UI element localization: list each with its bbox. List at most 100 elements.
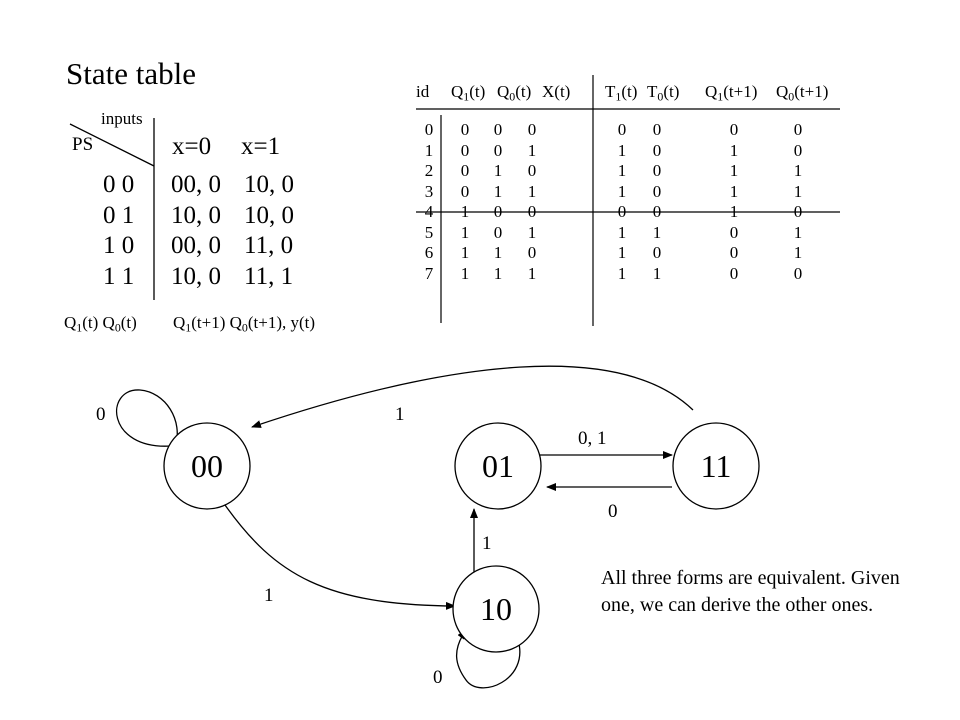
- truth-cell-t1: 1: [617, 181, 627, 201]
- header-q0-next: Q0(t+1): [776, 82, 829, 104]
- truth-cell-x: 1: [527, 263, 537, 283]
- truth-cell-q1-next: 1: [729, 202, 739, 221]
- truth-cell-t0: 0: [652, 140, 662, 160]
- state-node-11: 11: [672, 422, 760, 510]
- truth-cell-q1: 0: [460, 140, 470, 160]
- truth-cell-id: 0: [424, 120, 434, 139]
- truth-cell-q0: 0: [493, 120, 503, 139]
- edge-00-to-10: [224, 504, 456, 610]
- truth-cell-q0-next: 0: [793, 202, 803, 221]
- next-x1-row-2: 11, 0: [244, 232, 294, 259]
- truth-cell-q1: 0: [460, 161, 470, 180]
- truth-cell-q0: 0: [493, 222, 503, 242]
- next-x0-row-2: 00, 0: [171, 232, 221, 259]
- page-title: State table: [66, 56, 196, 91]
- equivalence-note: All three forms are equivalent. Given on…: [601, 567, 900, 616]
- state-node-01: 01: [454, 422, 542, 510]
- truth-cell-t1: 0: [617, 202, 627, 221]
- truth-cell-q1-next: 0: [729, 222, 739, 242]
- truth-cell-id: 4: [424, 202, 434, 221]
- next-x0-row-0: 00, 0: [171, 171, 221, 198]
- truth-cell-q0: 1: [493, 181, 503, 201]
- truth-cell-q0-next: 0: [793, 120, 803, 139]
- label-edge-11-to-00: 1: [395, 404, 405, 425]
- truth-cell-t0: 1: [652, 222, 662, 242]
- truth-cell-x: 0: [527, 161, 537, 180]
- header-id: id: [416, 82, 430, 101]
- next-x1-row-1: 10, 0: [244, 202, 294, 229]
- truth-cell-x: 0: [527, 243, 537, 262]
- ps-row-3: 1 1: [103, 263, 135, 290]
- truth-cell-q1-next: 0: [729, 263, 739, 283]
- truth-cell-id: 2: [424, 161, 434, 180]
- truth-cell-t1: 1: [617, 243, 627, 262]
- truth-cell-q0-next: 0: [793, 263, 803, 283]
- truth-cell-x: 1: [527, 222, 537, 242]
- truth-cell-t1: 0: [617, 120, 627, 139]
- label-edge-01-to-11: 0, 1: [578, 428, 607, 449]
- truth-cell-t1: 1: [617, 140, 627, 160]
- truth-cell-t0: 0: [652, 120, 662, 139]
- col-header-x0: x=0: [172, 133, 212, 160]
- truth-cell-id: 5: [424, 222, 434, 242]
- truth-cell-t0: 0: [652, 181, 662, 201]
- truth-cell-id: 6: [424, 243, 434, 262]
- header-t0-t: T0(t): [647, 82, 680, 104]
- header-q1-t: Q1(t): [451, 82, 486, 104]
- truth-cell-q0-next: 1: [793, 181, 803, 201]
- legend-present-state: Q1(t) Q0(t): [64, 313, 137, 335]
- truth-cell-x: 1: [527, 181, 537, 201]
- truth-cell-q1-next: 1: [729, 140, 739, 160]
- col-header-x1: x=1: [241, 133, 281, 160]
- truth-cell-t0: 0: [652, 161, 662, 180]
- header-x-t: X(t): [542, 82, 571, 101]
- truth-cell-t1: 1: [617, 222, 627, 242]
- truth-cell-x: 0: [527, 120, 537, 139]
- ps-row-1: 0 1: [103, 202, 135, 229]
- label-edge-00-to-10: 1: [264, 585, 274, 606]
- truth-cell-q0: 1: [493, 161, 503, 180]
- self-loop-00: [116, 389, 182, 449]
- truth-cell-q1-next: 0: [729, 120, 739, 139]
- edge-11-to-00: [251, 365, 694, 428]
- state-node-10-label: 10: [480, 591, 512, 627]
- truth-cell-q1: 1: [460, 202, 470, 221]
- truth-cell-q0-next: 1: [793, 243, 803, 262]
- truth-cell-q1-next: 0: [729, 243, 739, 262]
- label-edge-11-to-01: 0: [608, 501, 618, 522]
- state-node-00: 00: [163, 422, 251, 510]
- truth-cell-q0: 0: [493, 202, 503, 221]
- next-x1-row-3: 11, 1: [244, 263, 294, 290]
- header-t1-t: T1(t): [605, 82, 638, 104]
- self-loop-10: [455, 629, 521, 689]
- truth-cell-t0: 0: [652, 243, 662, 262]
- corner-ps-label: PS: [72, 134, 94, 155]
- corner-inputs-label: inputs: [101, 109, 143, 128]
- state-node-11-label: 11: [701, 448, 732, 484]
- truth-cell-x: 1: [527, 140, 537, 160]
- header-q1-next: Q1(t+1): [705, 82, 758, 104]
- truth-cell-q0: 1: [493, 263, 503, 283]
- ps-row-0: 0 0: [103, 171, 135, 198]
- truth-cell-q1-next: 1: [729, 181, 739, 201]
- next-x1-row-0: 10, 0: [244, 171, 294, 198]
- truth-cell-q1: 0: [460, 181, 470, 201]
- truth-cell-x: 0: [527, 202, 537, 221]
- truth-cell-id: 1: [424, 140, 434, 160]
- legend-next-state-output: Q1(t+1) Q0(t+1), y(t): [173, 313, 316, 335]
- truth-cell-t0: 1: [652, 263, 662, 283]
- state-node-10: 10: [452, 565, 540, 653]
- truth-cell-q1: 1: [460, 263, 470, 283]
- truth-cell-q0: 1: [493, 243, 503, 262]
- truth-cell-t1: 1: [617, 263, 627, 283]
- state-node-01-label: 01: [482, 448, 514, 484]
- truth-cell-q0-next: 0: [793, 140, 803, 160]
- truth-cell-t1: 1: [617, 161, 627, 180]
- ps-row-2: 1 0: [103, 232, 135, 259]
- truth-cell-q0: 0: [493, 140, 503, 160]
- label-self-loop-00: 0: [96, 404, 106, 425]
- truth-cell-id: 3: [424, 181, 434, 201]
